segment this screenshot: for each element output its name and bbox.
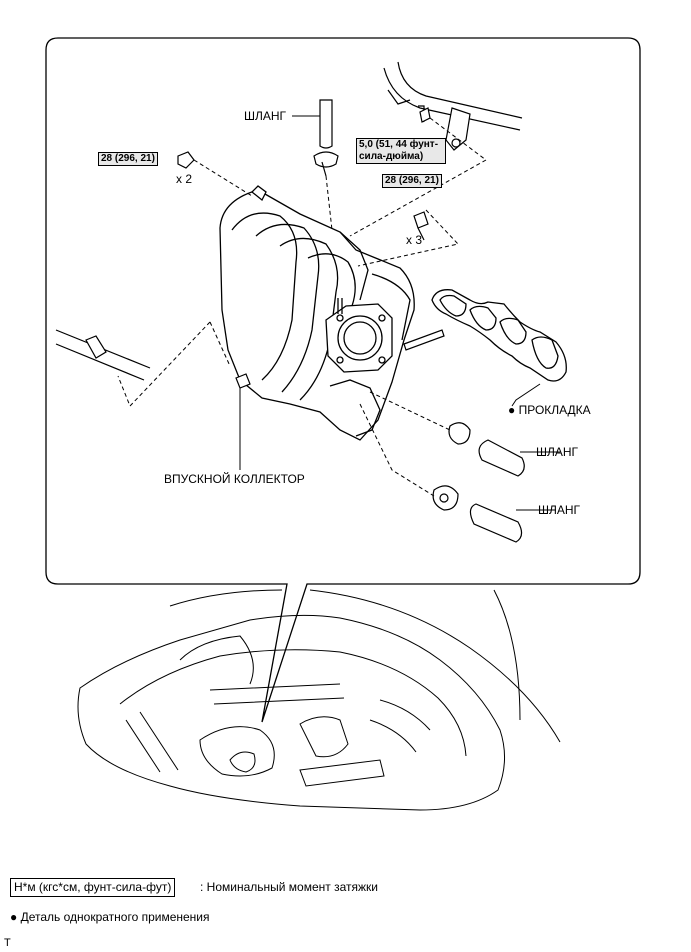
label-hose-bottom: ШЛАНГ bbox=[538, 503, 581, 517]
leader-lines bbox=[239, 115, 560, 511]
label-hose-mid: ШЛАНГ bbox=[536, 445, 579, 459]
legend-torque-desc: : Номинальный момент затяжки bbox=[200, 880, 378, 894]
alignment-lines bbox=[117, 117, 487, 497]
footer-mark: T bbox=[4, 937, 11, 949]
torque-right-bolt: 28 (296, 21) bbox=[382, 174, 442, 188]
legend-torque-unit: Н*м (кгс*см, фунт-сила-фут) bbox=[10, 878, 176, 897]
quantity-right: x 3 bbox=[406, 233, 423, 247]
quantity-left: x 2 bbox=[176, 172, 193, 186]
left-hose bbox=[55, 329, 151, 381]
torque-left-nut: 28 (296, 21) bbox=[98, 152, 158, 166]
right-hoses bbox=[432, 422, 525, 543]
label-gasket: ● ПРОКЛАДКА bbox=[508, 403, 591, 417]
vehicle-sketch bbox=[77, 589, 561, 811]
torque-bracket-bolt: 5,0 (51, 44 фунт-сила-дюйма) bbox=[356, 138, 446, 164]
top-hose bbox=[313, 99, 339, 177]
gasket-part bbox=[431, 289, 567, 382]
label-hose-top: ШЛАНГ bbox=[244, 109, 287, 123]
throttle-flange bbox=[325, 298, 393, 373]
stud-bolt bbox=[403, 329, 445, 351]
upper-pipe bbox=[383, 61, 523, 151]
intake-manifold bbox=[219, 185, 415, 441]
label-intake-manifold: ВПУСКНОЙ КОЛЛЕКТОР bbox=[164, 472, 305, 486]
legend-single-use: ● Деталь однократного применения bbox=[10, 910, 210, 924]
